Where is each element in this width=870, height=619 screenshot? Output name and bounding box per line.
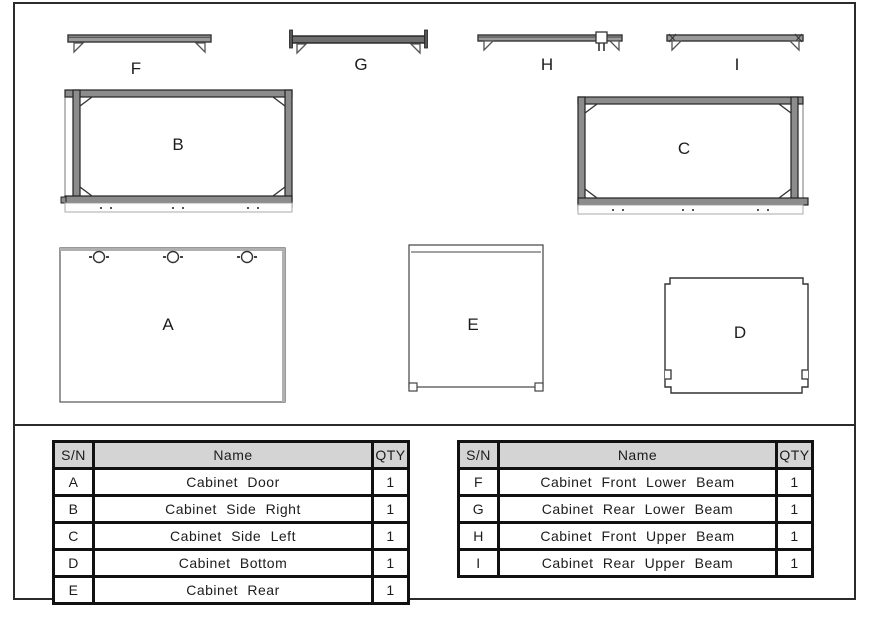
column-header-name: Name xyxy=(497,440,778,470)
part-label-i: I xyxy=(735,55,740,74)
name-cell: Cabinet Front Lower Beam xyxy=(497,467,778,497)
beam-latch-detail xyxy=(595,31,608,51)
part-c-side-left-panel: C xyxy=(577,96,809,215)
name-cell: Cabinet Rear Lower Beam xyxy=(497,494,778,524)
table-row: G Cabinet Rear Lower Beam 1 xyxy=(457,494,814,524)
part-label-d: D xyxy=(734,323,746,342)
corner-braces xyxy=(79,96,286,197)
part-h-front-upper-beam: H xyxy=(477,31,623,74)
sn-cell: A xyxy=(52,467,95,497)
parts-table-beams: S/N Name QTY F Cabinet Front Lower Beam … xyxy=(457,440,814,578)
qty-cell: 1 xyxy=(371,467,410,497)
corner-braces xyxy=(584,103,792,199)
column-header-sn: S/N xyxy=(52,440,95,470)
part-label-f: F xyxy=(131,59,141,78)
table-row: C Cabinet Side Left 1 xyxy=(52,521,410,551)
mounting-hole-marks xyxy=(100,207,259,209)
part-g-rear-lower-beam: G xyxy=(289,29,428,74)
part-label-a: A xyxy=(162,315,174,334)
part-label-b: B xyxy=(172,135,183,154)
column-header-name: Name xyxy=(92,440,374,470)
sn-cell: B xyxy=(52,494,95,524)
part-label-e: E xyxy=(467,315,478,334)
column-header-qty: QTY xyxy=(371,440,410,470)
name-cell: Cabinet Side Right xyxy=(92,494,374,524)
sn-cell: G xyxy=(457,494,500,524)
sn-cell: E xyxy=(52,575,95,605)
table-row: F Cabinet Front Lower Beam 1 xyxy=(457,467,814,497)
sn-cell: C xyxy=(52,521,95,551)
name-cell: Cabinet Bottom xyxy=(92,548,374,578)
table-header-row: S/N Name QTY xyxy=(52,440,410,470)
qty-cell: 1 xyxy=(371,548,410,578)
table-header-row: S/N Name QTY xyxy=(457,440,814,470)
table-row: I Cabinet Rear Upper Beam 1 xyxy=(457,548,814,578)
parts-table-panels: S/N Name QTY A Cabinet Door 1 B Cabinet … xyxy=(52,440,410,605)
mounting-hole-marks xyxy=(612,209,769,211)
sn-cell: D xyxy=(52,548,95,578)
name-cell: Cabinet Rear xyxy=(92,575,374,605)
qty-cell: 1 xyxy=(371,575,410,605)
qty-cell: 1 xyxy=(775,521,814,551)
sn-cell: H xyxy=(457,521,500,551)
qty-cell: 1 xyxy=(371,521,410,551)
qty-cell: 1 xyxy=(775,467,814,497)
name-cell: Cabinet Side Left xyxy=(92,521,374,551)
part-i-rear-upper-beam: I xyxy=(666,33,804,74)
name-cell: Cabinet Door xyxy=(92,467,374,497)
part-a-door-panel: A xyxy=(59,247,286,403)
table-row: D Cabinet Bottom 1 xyxy=(52,548,410,578)
part-e-rear-panel: E xyxy=(408,244,544,392)
column-header-qty: QTY xyxy=(775,440,814,470)
qty-cell: 1 xyxy=(775,548,814,578)
part-label-c: C xyxy=(678,139,690,158)
part-b-side-right-panel: B xyxy=(60,89,293,213)
part-label-h: H xyxy=(541,55,553,74)
sn-cell: F xyxy=(457,467,500,497)
parts-diagram: F G H I xyxy=(59,29,809,403)
column-header-sn: S/N xyxy=(457,440,500,470)
qty-cell: 1 xyxy=(371,494,410,524)
part-label-g: G xyxy=(354,55,367,74)
table-row: B Cabinet Side Right 1 xyxy=(52,494,410,524)
section-divider-line xyxy=(13,424,856,426)
table-row: H Cabinet Front Upper Beam 1 xyxy=(457,521,814,551)
part-d-bottom-panel: D xyxy=(664,277,809,394)
table-row: E Cabinet Rear 1 xyxy=(52,575,410,605)
table-row: A Cabinet Door 1 xyxy=(52,467,410,497)
qty-cell: 1 xyxy=(775,494,814,524)
hinge-holes xyxy=(89,250,257,264)
name-cell: Cabinet Front Upper Beam xyxy=(497,521,778,551)
part-f-front-lower-beam: F xyxy=(67,34,212,78)
name-cell: Cabinet Rear Upper Beam xyxy=(497,548,778,578)
sn-cell: I xyxy=(457,548,500,578)
